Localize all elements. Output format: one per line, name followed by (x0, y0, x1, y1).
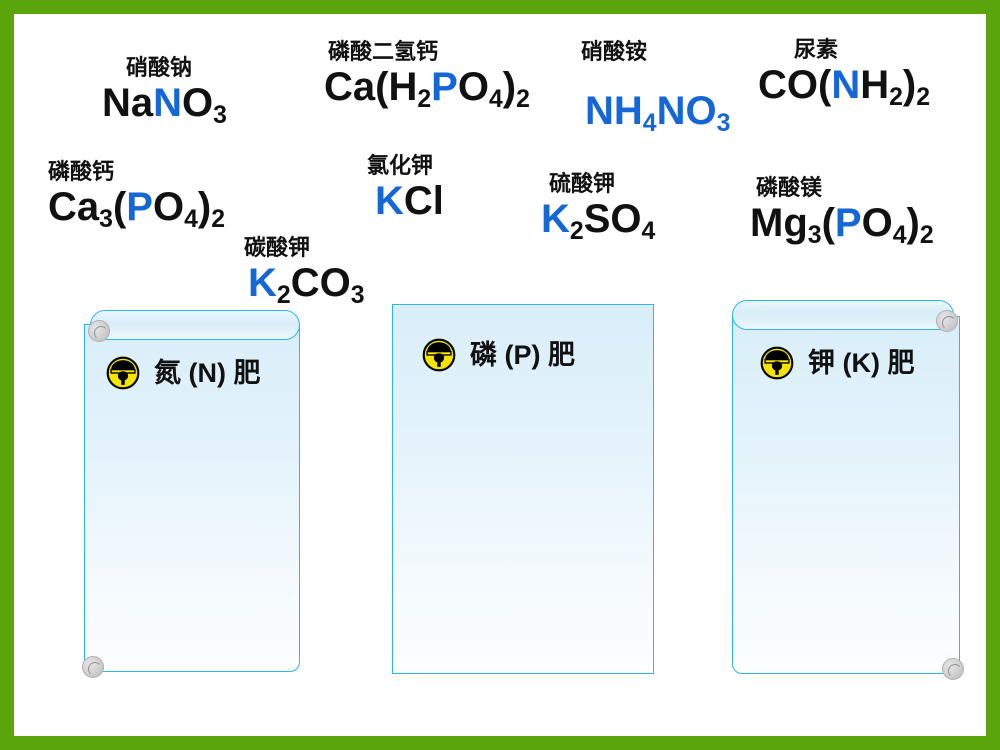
scroll-curl-bottom-right-icon (942, 658, 964, 680)
compound-name-cn: 磷酸二氢钙 (328, 39, 439, 64)
card-title: 磷 (P) 肥 (470, 339, 575, 370)
scroll-curl-top-left-icon (88, 320, 110, 342)
scroll-curl-top-right-icon (936, 310, 958, 332)
compound-formula: K2CO3 (248, 261, 365, 309)
compound-formula: K2SO4 (541, 197, 656, 245)
compound-magnesium-phosphate: 磷酸镁 Mg3(PO4)2 (750, 175, 934, 249)
scroll-curl-bottom-left-icon (82, 656, 104, 678)
compound-name-cn: 硝酸钠 (126, 55, 193, 80)
compound-calcium-dihydrogen-phosphate: 磷酸二氢钙 Ca(H2PO4)2 (324, 39, 530, 113)
compound-formula: Ca3(PO4)2 (48, 185, 225, 233)
compound-formula: KCl (375, 179, 444, 224)
card-title: 氮 (N) 肥 (154, 357, 261, 388)
bell-icon (106, 356, 140, 390)
compound-formula: NaNO3 (102, 81, 227, 129)
compound-formula: Mg3(PO4)2 (750, 201, 934, 249)
bell-icon (422, 338, 456, 372)
compound-name-cn: 氯化钾 (367, 153, 434, 178)
compound-name-cn: 磷酸镁 (756, 175, 823, 200)
compound-calcium-phosphate: 磷酸钙 Ca3(PO4)2 (48, 159, 225, 233)
compound-name-cn: 磷酸钙 (48, 159, 115, 184)
compound-potassium-sulfate: 硫酸钾 K2SO4 (541, 171, 656, 245)
scroll-roll-top (732, 300, 954, 330)
card-header: 钾 (K) 肥 (760, 346, 914, 380)
bell-icon (760, 346, 794, 380)
compound-formula: CO(NH2)2 (758, 63, 931, 111)
compound-name-cn: 碳酸钾 (244, 235, 311, 260)
card-nitrogen-fertilizer[interactable]: 氮 (N) 肥 (82, 310, 300, 678)
compound-formula: NH4NO3 (585, 89, 731, 137)
card-title: 钾 (K) 肥 (808, 347, 915, 378)
card-potassium-fertilizer[interactable]: 钾 (K) 肥 (732, 300, 964, 680)
compound-nano3: 硝酸钠 NaNO3 (102, 55, 227, 129)
compound-name-cn: 硝酸铵 (581, 39, 648, 64)
compound-name-cn: 硫酸钾 (549, 171, 616, 196)
compound-potassium-chloride: 氯化钾 KCl (363, 153, 444, 224)
scroll-roll-top (90, 310, 300, 340)
card-header: 磷 (P) 肥 (422, 338, 575, 372)
compound-formula: Ca(H2PO4)2 (324, 65, 530, 113)
card-header: 氮 (N) 肥 (106, 356, 260, 390)
compound-potassium-carbonate: 碳酸钾 K2CO3 (236, 235, 365, 309)
card-phosphorus-fertilizer[interactable]: 磷 (P) 肥 (392, 304, 654, 674)
compound-urea: 尿素 CO(NH2)2 (758, 37, 931, 111)
slide-canvas: 硝酸钠 NaNO3 磷酸二氢钙 Ca(H2PO4)2 硝酸铵 NH4NO3 尿素… (14, 14, 986, 736)
compound-name-cn: 尿素 (794, 37, 839, 62)
compound-ammonium-nitrate: 硝酸铵 NH4NO3 (571, 39, 731, 137)
